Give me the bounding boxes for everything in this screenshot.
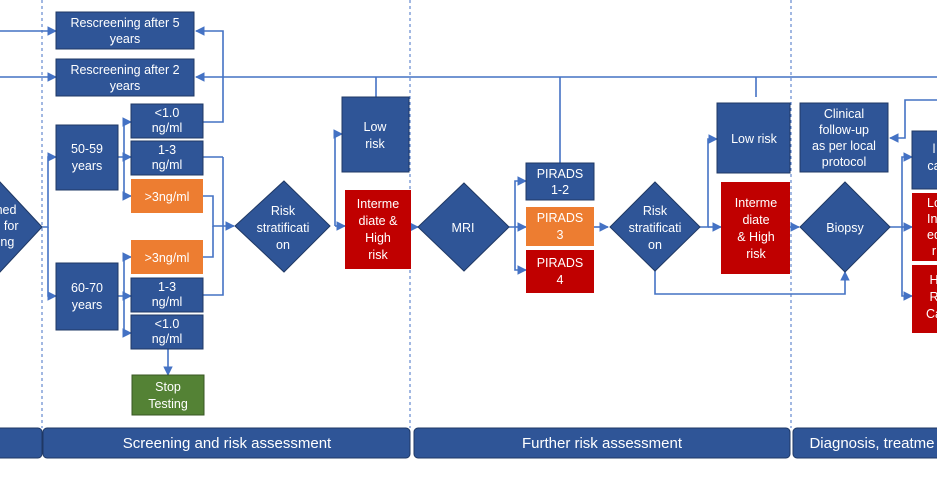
connectors xyxy=(0,26,937,376)
phase-bar-further: Further risk assessment xyxy=(413,427,791,459)
svg-text:Low risk: Low risk xyxy=(731,132,778,146)
svg-text:Screening and risk assessment: Screening and risk assessment xyxy=(123,435,332,452)
phase-bar-screening: Screening and risk assessment xyxy=(42,427,411,459)
node-mri: MRI xyxy=(417,182,510,272)
node-psa-gt3-60-70: >3ng/ml xyxy=(131,240,203,274)
svg-text:Further risk assessment: Further risk assessment xyxy=(522,435,683,452)
svg-text:>3ng/ml: >3ng/ml xyxy=(145,251,190,265)
node-invitation: hedn foring xyxy=(0,181,43,273)
node-outcome-bottom: HRCa xyxy=(912,265,937,333)
svg-text:Biopsy: Biopsy xyxy=(826,221,864,235)
svg-text:Diagnosis, treatme: Diagnosis, treatme xyxy=(809,435,934,452)
phase-bar-left xyxy=(0,427,43,459)
node-outcome-top: lca xyxy=(911,130,937,190)
svg-text:1-3ng/ml: 1-3ng/ml xyxy=(152,280,183,309)
svg-text:1-3ng/ml: 1-3ng/ml xyxy=(152,143,183,172)
svg-text:<1.0ng/ml: <1.0ng/ml xyxy=(152,106,183,135)
svg-text:LoIntedr: LoIntedr xyxy=(927,196,937,258)
svg-text:HRCa: HRCa xyxy=(926,273,937,321)
svg-text:lca: lca xyxy=(927,142,937,173)
svg-text:hedn foring: hedn foring xyxy=(0,203,19,249)
svg-text:<1.0ng/ml: <1.0ng/ml xyxy=(152,317,183,346)
node-psa-gt3-50-59: >3ng/ml xyxy=(131,179,203,213)
node-low-risk-2: Low risk xyxy=(716,102,791,174)
phase-bar-diagnosis: Diagnosis, treatme xyxy=(792,427,937,459)
svg-text:>3ng/ml: >3ng/ml xyxy=(145,190,190,204)
node-biopsy: Biopsy xyxy=(799,181,891,273)
node-outcome-middle: LoIntedr xyxy=(912,193,937,261)
svg-text:MRI: MRI xyxy=(452,221,475,235)
